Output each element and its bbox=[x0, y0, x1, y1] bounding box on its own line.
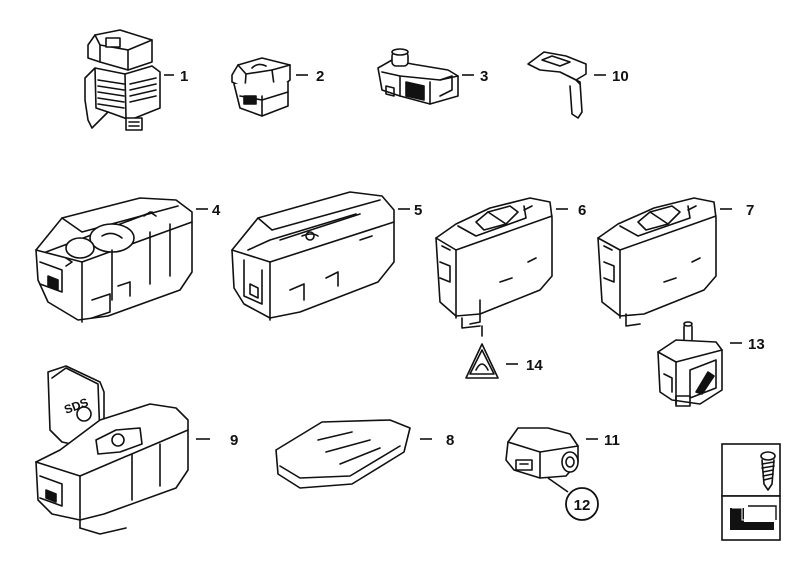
part-13-push-switch bbox=[657, 321, 723, 407]
part-14-warning-label bbox=[465, 325, 499, 379]
callout-circle-12 bbox=[565, 487, 599, 521]
label-part-9: 9 bbox=[230, 432, 238, 449]
label-part-8: 8 bbox=[446, 432, 454, 449]
part-2-small-switch bbox=[231, 57, 291, 117]
label-part-4: 4 bbox=[212, 202, 221, 219]
label-part-5: 5 bbox=[414, 202, 422, 219]
part-4-window-switch-double bbox=[35, 197, 193, 323]
part-10-bracket bbox=[527, 51, 587, 119]
label-callout-12: 12 bbox=[574, 497, 591, 514]
part-6-window-lifter-switch bbox=[435, 197, 553, 329]
part-11-connector bbox=[505, 427, 579, 479]
part-5-switch-body bbox=[231, 191, 395, 321]
label-part-2: 2 bbox=[316, 68, 324, 85]
label-part-13: 13 bbox=[748, 336, 765, 353]
part-8-flat-pad bbox=[275, 419, 411, 489]
label-part-10: 10 bbox=[612, 68, 629, 85]
label-part-11: 11 bbox=[604, 432, 620, 449]
label-part-7: 7 bbox=[746, 202, 754, 219]
part-1-switch-connector bbox=[84, 29, 161, 131]
part-7-window-lifter-switch bbox=[597, 197, 717, 327]
label-part-3: 3 bbox=[480, 68, 488, 85]
part-9-switch-with-cover: SDS bbox=[35, 365, 189, 535]
screw-icon bbox=[760, 451, 776, 491]
arrow-icon bbox=[730, 505, 777, 530]
label-part-6: 6 bbox=[578, 202, 586, 219]
label-part-1: 1 bbox=[180, 68, 188, 85]
label-part-14: 14 bbox=[526, 357, 543, 374]
legend-box bbox=[721, 443, 781, 541]
part-3-push-button-switch bbox=[377, 48, 459, 105]
